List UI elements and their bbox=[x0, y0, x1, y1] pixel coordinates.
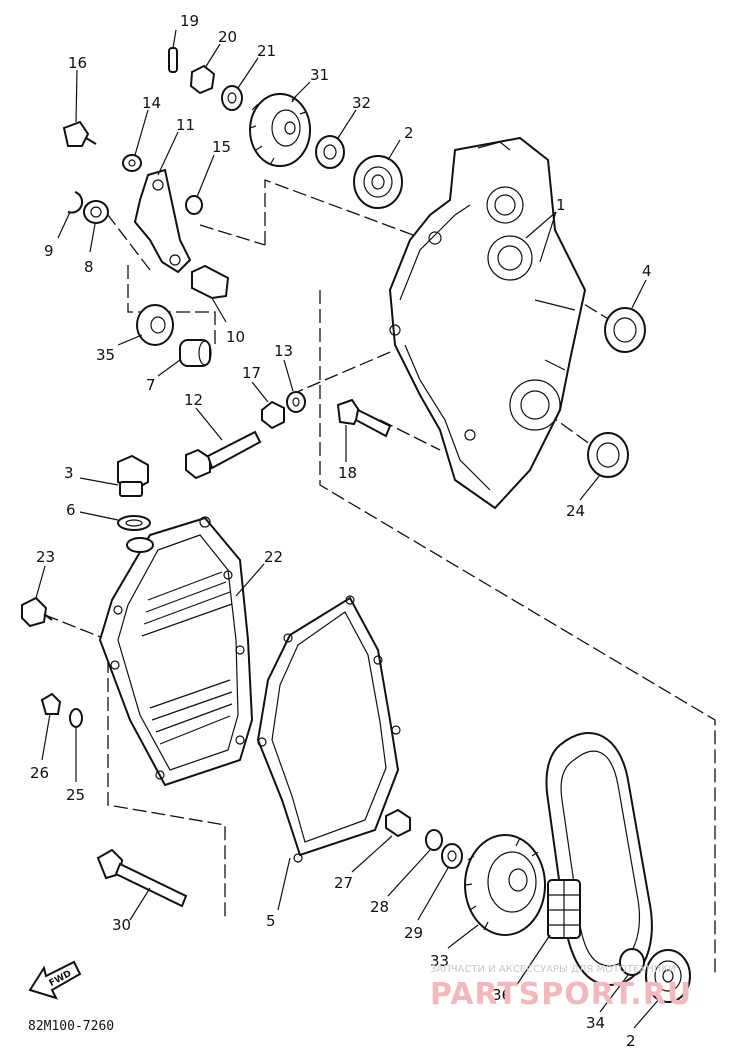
part-chain-links bbox=[547, 879, 581, 939]
part-cover bbox=[98, 516, 254, 787]
callout-9: 9 bbox=[44, 242, 54, 260]
callout-28: 28 bbox=[370, 898, 389, 916]
part-lower-sprocket bbox=[464, 834, 546, 936]
callout-3: 3 bbox=[64, 464, 74, 482]
callout-33: 33 bbox=[430, 952, 449, 970]
callout-34: 34 bbox=[586, 1014, 605, 1032]
callout-2-lower: 2 bbox=[626, 1032, 636, 1050]
callout-29: 29 bbox=[404, 924, 423, 942]
part-drive-chain bbox=[545, 732, 653, 987]
part-main-case bbox=[388, 136, 587, 510]
fwd-arrow: FWD bbox=[28, 960, 82, 1000]
callout-13: 13 bbox=[274, 342, 293, 360]
callout-19: 19 bbox=[180, 12, 199, 30]
callout-10: 10 bbox=[226, 328, 245, 346]
callout-17: 17 bbox=[242, 364, 261, 382]
part-upper-sprocket bbox=[249, 93, 311, 167]
callout-35: 35 bbox=[96, 346, 115, 364]
callout-25: 25 bbox=[66, 786, 85, 804]
callout-22: 22 bbox=[264, 548, 283, 566]
callout-2-upper: 2 bbox=[404, 124, 414, 142]
callout-20: 20 bbox=[218, 28, 237, 46]
callout-27: 27 bbox=[334, 874, 353, 892]
callout-16: 16 bbox=[68, 54, 87, 72]
callout-4: 4 bbox=[642, 262, 652, 280]
callout-18: 18 bbox=[338, 464, 357, 482]
callout-15: 15 bbox=[212, 138, 231, 156]
callout-31: 31 bbox=[310, 66, 329, 84]
callout-11: 11 bbox=[176, 116, 195, 134]
part-gasket bbox=[256, 595, 401, 863]
callout-36: 36 bbox=[492, 986, 511, 1004]
callout-1: 1 bbox=[556, 196, 566, 214]
callout-14: 14 bbox=[142, 94, 161, 112]
callout-24: 24 bbox=[566, 502, 585, 520]
callout-5: 5 bbox=[266, 912, 276, 930]
callout-7: 7 bbox=[146, 376, 156, 394]
callout-labels: 19 20 21 31 16 14 11 32 2 15 1 9 8 4 10 … bbox=[30, 12, 652, 1050]
callout-26: 26 bbox=[30, 764, 49, 782]
small-parts bbox=[21, 47, 691, 1003]
drawing-code: 82M100-7260 bbox=[28, 1019, 114, 1034]
callout-6: 6 bbox=[66, 501, 76, 519]
callout-23: 23 bbox=[36, 548, 55, 566]
cover-fins bbox=[141, 571, 233, 745]
callout-30: 30 bbox=[112, 916, 131, 934]
callout-21: 21 bbox=[257, 42, 276, 60]
watermark: ЗАПЧАСТИ И АКСЕССУАРЫ ДЛЯ МОТОТЕХНИКИ PA… bbox=[430, 964, 692, 1012]
leader-lines bbox=[35, 29, 661, 1029]
callout-8: 8 bbox=[84, 258, 94, 276]
callout-12: 12 bbox=[184, 391, 203, 409]
watermark-caption: ЗАПЧАСТИ И АКСЕССУАРЫ ДЛЯ МОТОТЕХНИКИ bbox=[430, 964, 676, 975]
watermark-brand: PARTSPORT.RU bbox=[430, 977, 692, 1012]
callout-32: 32 bbox=[352, 94, 371, 112]
